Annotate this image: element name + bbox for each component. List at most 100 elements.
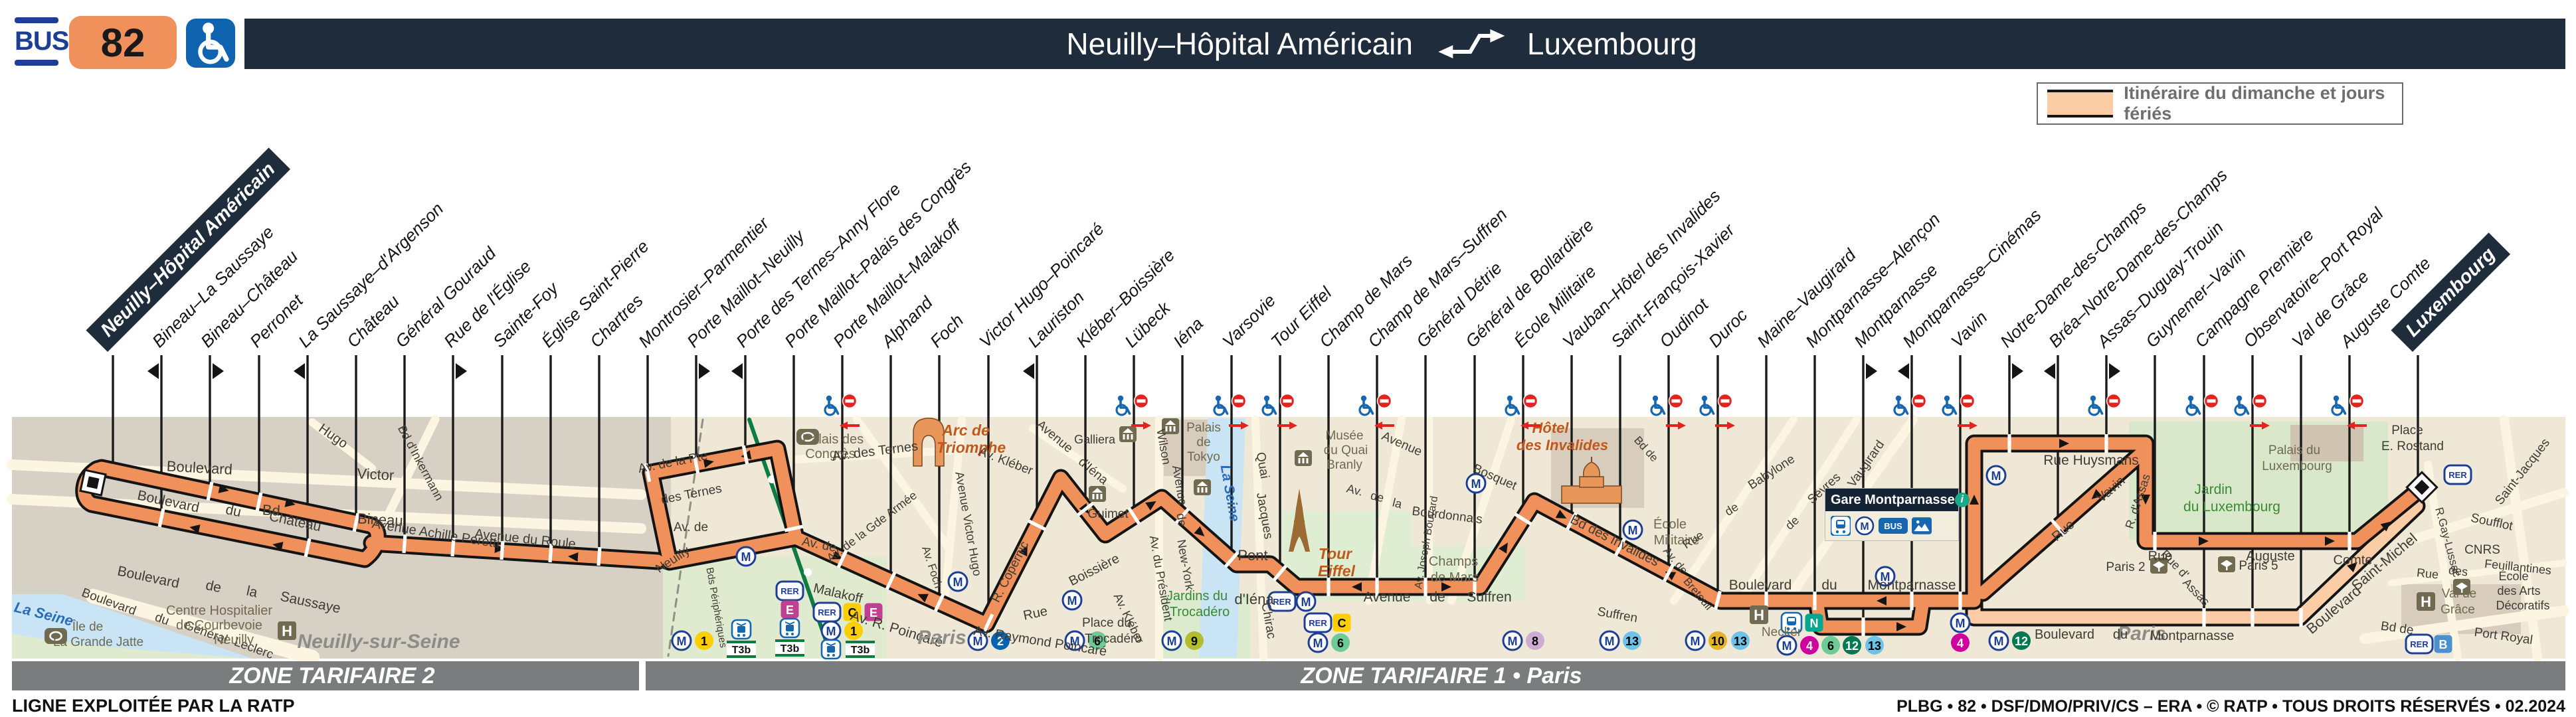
text: 6: [1827, 639, 1834, 653]
metro-icon: M: [1061, 590, 1083, 611]
title-group: Neuilly–Hôpital Américain Luxembourg: [1066, 19, 1697, 69]
circle: [1685, 630, 1706, 651]
map-label: Tour: [1319, 545, 1352, 562]
stop-tick: [206, 481, 214, 501]
text: E: [870, 606, 877, 619]
route-arrow: [2325, 536, 2335, 546]
map-label: Pont: [1238, 547, 1267, 564]
stop-tick: [2050, 518, 2066, 536]
map-label: Centre Hospitalier: [166, 603, 272, 618]
rer-icon: RER: [2405, 633, 2434, 655]
line-number-badge: 82: [69, 16, 177, 69]
stop-tick: [1028, 519, 1046, 531]
metro-line-13-icon: 13: [1623, 631, 1641, 650]
text: RER: [818, 607, 836, 617]
text: 1: [850, 625, 857, 638]
map-label: Neuilly-sur-Seine: [297, 631, 460, 653]
bus-logo-text: BUS: [15, 27, 69, 56]
bus-route: [75, 434, 2429, 636]
rer-icon: RER: [775, 580, 804, 601]
museum-icon: [1119, 426, 1137, 442]
line-N-icon: N: [1805, 613, 1823, 632]
text: M: [1167, 635, 1177, 648]
circle: [1821, 636, 1840, 655]
stop-tick: [885, 572, 897, 590]
text: 13: [1625, 635, 1639, 648]
terminus-marker-start: [79, 469, 107, 497]
text: 8: [1532, 635, 1538, 648]
metro-icon: M: [1465, 473, 1487, 494]
metro-line-6-icon: 6: [1331, 633, 1350, 652]
map-label: Branly: [1327, 458, 1362, 472]
text: 2: [997, 635, 1004, 648]
no-entry-icon: [2252, 393, 2268, 409]
text: 13: [1734, 635, 1747, 648]
stop-tick: [2202, 608, 2206, 627]
wheelchair-icon: [2234, 394, 2250, 416]
metro-icon: M: [1875, 566, 1896, 587]
train-icon: [1831, 516, 1851, 536]
rer-icon: RER: [1303, 612, 1333, 633]
route-arrow: [832, 550, 843, 560]
tram-icon: [820, 639, 842, 660]
circle: [1988, 630, 2009, 651]
metro-icon: M: [671, 630, 692, 651]
metro-icon: M: [1161, 630, 1182, 651]
map-label: Paris: [2117, 623, 2165, 645]
metro-icon: M: [1950, 612, 1971, 633]
zone-2-label: ZONE TARIFAIRE 2: [229, 663, 435, 688]
map-label: de: [205, 578, 223, 596]
stop-tick: [741, 445, 749, 465]
text: 6: [1337, 637, 1344, 650]
text: 4: [1806, 639, 1813, 653]
rect: [781, 600, 799, 619]
map-label: Av. de: [674, 520, 708, 534]
route-arrow: [1441, 582, 1451, 592]
text: N: [1810, 617, 1819, 630]
map-label: de: [1429, 590, 1445, 605]
route-arrow: [568, 552, 579, 562]
circle: [1061, 590, 1083, 611]
stop-tick: [1958, 592, 1962, 610]
text: M: [1881, 570, 1890, 584]
no-entry-icon: [2203, 393, 2219, 409]
route-arrow: [1352, 582, 1362, 592]
text: 13: [1868, 639, 1881, 653]
route-arrow: [1555, 509, 1567, 519]
circle: [844, 621, 863, 640]
route-arrow: [218, 484, 229, 493]
bus-icon: BUS: [1879, 518, 1908, 534]
metro-line-2-icon: 2: [991, 631, 1010, 650]
terminus-from: Neuilly–Hôpital Américain: [1066, 27, 1413, 61]
stop-tick: [1861, 617, 1865, 636]
route-arrow: [2347, 562, 2357, 573]
circle: [1599, 630, 1620, 651]
map-label: Grâce: [2440, 603, 2475, 617]
metro-line-6-icon: 6: [1821, 636, 1840, 655]
stop-tick: [1514, 513, 1532, 526]
map-label: Trocadéro: [1085, 632, 1142, 646]
no-entry-icon: [1960, 393, 1976, 409]
stop-tick: [1566, 512, 1578, 530]
map-label: de: [1196, 436, 1210, 449]
metro-line-8-icon: 8: [1526, 631, 1544, 650]
map-label: Décoratifs: [2496, 599, 2549, 612]
legend-label: Itinéraire du dimanche et jours fériés: [2124, 83, 2385, 123]
text: 10: [1711, 635, 1724, 648]
stop-tick: [1663, 564, 1675, 582]
circle: [1526, 631, 1544, 650]
info-icon: i: [1954, 493, 1970, 507]
route-arrow: [2141, 495, 2150, 505]
text: RER: [2448, 470, 2467, 480]
seine-band: [1199, 418, 1245, 657]
rect: [2443, 464, 2472, 485]
wheelchair-icon: [1942, 394, 1958, 416]
rect: [864, 603, 883, 621]
line-E-icon: E: [864, 603, 883, 621]
map-label: Rue: [2416, 566, 2439, 581]
text: M: [1471, 477, 1481, 491]
map-label: Boulevard: [166, 457, 232, 477]
text: B: [2439, 638, 2448, 651]
map-label: des Arts: [2497, 584, 2540, 598]
metro-icon: M: [1988, 630, 2009, 651]
